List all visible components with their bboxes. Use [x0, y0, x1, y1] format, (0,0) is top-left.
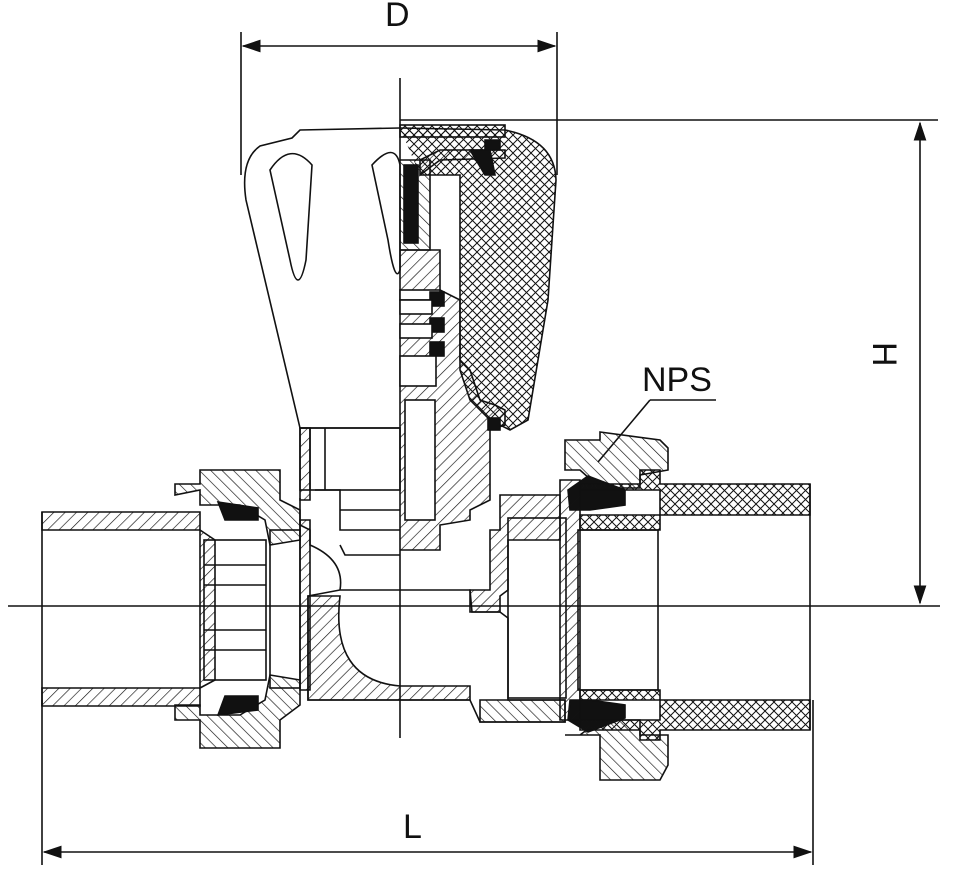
- left-union: [41, 469, 301, 749]
- stem-bonnet: [299, 159, 506, 556]
- dimension-l: [41, 700, 814, 865]
- label-l: L: [403, 808, 422, 846]
- right-union: [507, 431, 811, 781]
- valve-body: [299, 494, 566, 723]
- label-h: H: [865, 342, 903, 367]
- dimension-h: [400, 119, 938, 605]
- label-nps: NPS: [642, 361, 712, 399]
- nps-leader: [597, 399, 716, 463]
- dimension-d: [240, 32, 558, 175]
- label-d: D: [385, 0, 410, 34]
